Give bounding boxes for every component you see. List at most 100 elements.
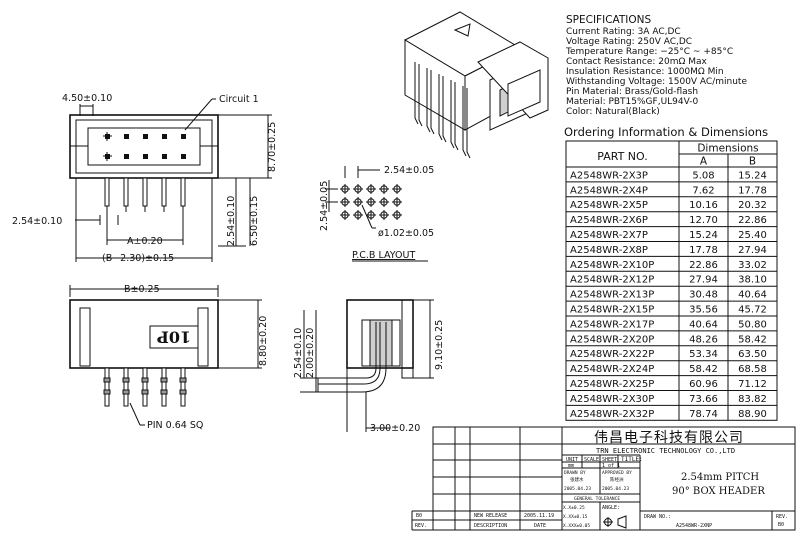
company-name-cn: 伟昌电子科技有限公司 [594, 430, 744, 446]
dim-b-cell: 33.02 [738, 260, 767, 271]
pcb-layout-title: P.C.B LAYOUT [352, 250, 415, 261]
dim-b-cell: 27.94 [738, 245, 767, 256]
part-no-cell: A2548WR-2X30P [570, 394, 654, 405]
rev-value: B0 [778, 522, 784, 528]
dim-a-cell: 53.34 [689, 349, 718, 360]
part-no-cell: A2548WR-2X22P [570, 349, 654, 360]
ordering-frame [565, 140, 778, 421]
top-view-body [69, 114, 219, 179]
dim-b: B±0.25 [124, 284, 160, 295]
company-name-en: TRN ELECTRONIC TECHNOLOGY CO.,LTD [596, 447, 735, 455]
side-dim-2-00: 2.00±0.20 [305, 328, 316, 378]
dim-b-cell: 83.82 [738, 394, 767, 405]
pcb-layout: 2.54±0.05 2.54±0.05 ø1.02±0.05 P.C.B LAY… [319, 165, 434, 262]
part-no-cell: A2548WR-2X10P [570, 260, 654, 271]
pcb-holes [340, 184, 402, 220]
part-no-cell: A2548WR-2X13P [570, 290, 654, 301]
dim-4-50: 4.50±0.10 [62, 93, 112, 104]
dim-a-cell: 17.78 [689, 245, 718, 256]
dim-b-cell: 88.90 [738, 409, 767, 420]
dim-b-cell: 68.58 [738, 364, 767, 375]
spec-line: Temperature Range: −25°C ~ +85°C [565, 47, 733, 57]
dim-b-cell: 15.24 [738, 170, 767, 181]
dim-b-cell: 20.32 [738, 200, 767, 211]
title-line-2: 90° BOX HEADER [672, 486, 765, 497]
dim-a-cell: 27.94 [689, 275, 718, 286]
header-dimensions: Dimensions [697, 143, 758, 155]
sheet-label: SHEET [602, 457, 617, 463]
dim-a-cell: 60.96 [689, 379, 718, 390]
part-no-cell: A2548WR-2X25P [570, 379, 654, 390]
dim-b-minus-2-30: (B−2.30)±0.15 [102, 253, 174, 264]
drawn-date: 2005.04.23 [564, 486, 591, 492]
dim-8-80: 8.80±0.20 [258, 316, 269, 366]
pcb-dim-h: 2.54±0.05 [384, 165, 434, 176]
part-no-cell: A2548WR-2X24P [570, 364, 654, 375]
header-a: A [700, 156, 708, 168]
dim-a-cell: 30.48 [689, 290, 718, 301]
isometric-view [403, 11, 549, 159]
dim-a-cell: 12.70 [689, 215, 718, 226]
title-block: 伟昌电子科技有限公司 TRN ELECTRONIC TECHNOLOGY CO.… [411, 426, 796, 531]
part-no-cell: A2548WR-2X12P [570, 275, 654, 286]
dim-a-cell: 7.62 [692, 185, 714, 196]
side-dim-2-54: 2.54±0.10 [293, 328, 304, 378]
dim-b-cell: 17.78 [738, 185, 767, 196]
drawn-by-label: DRAWN BY [564, 470, 586, 476]
dim-b-cell: 58.42 [738, 334, 767, 345]
part-no-cell: A2548WR-2X8P [570, 245, 648, 256]
sheet-value: 1 of 1 [602, 463, 620, 469]
dim-a-cell: 5.08 [692, 170, 714, 181]
rev-head-date: DATE [534, 523, 546, 529]
rev-row-description: NEW RELEASE [474, 513, 507, 519]
part-no-cell: A2548WR-2X15P [570, 305, 654, 316]
dim-b-cell: 22.86 [738, 215, 767, 226]
side-dim-3-00: 3.00±0.20 [370, 423, 420, 434]
spec-line: Material: PBT15%GF,UL94V-0 [566, 97, 699, 107]
spec-line: Current Rating: 3A AC,DC [566, 27, 681, 37]
angle-label: ANGLE: [602, 505, 620, 511]
unit-label: UNIT [566, 457, 578, 463]
circuit-1-label: Circuit 1 [219, 94, 259, 105]
tolerance-2: X.XX±0.15 [563, 514, 588, 520]
pcb-dim-v: 2.54±0.05 [319, 181, 330, 231]
approved-by-label: APPROVED BY [602, 470, 632, 476]
dim-2-54-vertical: 2.54±0.10 [226, 196, 237, 246]
rev-row-date: 2005.11.19 [524, 513, 554, 519]
dim-b-cell: 25.40 [738, 230, 767, 241]
part-no-cell: A2548WR-2X6P [570, 215, 648, 226]
dim-6-50: 6.50±0.15 [249, 196, 260, 246]
ordering-title: Ordering Information & Dimensions [564, 125, 768, 139]
scale-label: SCALE [584, 457, 599, 463]
spec-line: Withstanding Voltage: 1500V AC/minute [566, 77, 747, 87]
dim-a: A±0.20 [127, 236, 163, 247]
rev-head-description: DESCRIPTION [474, 523, 507, 529]
dim-b-cell: 63.50 [738, 349, 767, 360]
header-b: B [749, 156, 756, 168]
part-no-cell: A2548WR-2X17P [570, 319, 654, 330]
dim-a-cell: 48.26 [689, 334, 718, 345]
rev-label: REV. [776, 514, 788, 520]
dim-a-cell: 15.24 [689, 230, 718, 241]
label-10p-box [149, 325, 199, 349]
dim-a-cell: 22.86 [689, 260, 718, 271]
front-view-pins [103, 367, 187, 407]
side-view: 2.54±0.10 2.00±0.20 9.10±0.25 3.00±0.20 [293, 299, 445, 434]
dim-8-70: 8.70±0.25 [267, 122, 278, 172]
pin-label: PIN 0.64 SQ [147, 420, 203, 431]
iso-polarity-triangle [453, 23, 471, 37]
iso-box-window [507, 69, 541, 117]
label-10p: 10P [157, 328, 191, 347]
ordering-table: Ordering Information & Dimensions PART N… [564, 125, 778, 421]
rev-head-rev: REV. [415, 523, 427, 529]
drawn-by-name: 张建水 [570, 476, 584, 483]
part-no-cell: A2548WR-2X4P [570, 185, 648, 196]
dim-a-cell: 58.42 [689, 364, 718, 375]
top-view-pins [103, 132, 186, 161]
top-view-tails [104, 177, 186, 212]
dim-a-cell: 10.16 [689, 200, 718, 211]
dim-a-cell: 40.64 [689, 319, 718, 330]
dim-2-54-left: 2.54±0.10 [12, 216, 62, 227]
specifications-block: SPECIFICATIONS Current Rating: 3A AC,DC … [565, 14, 747, 117]
